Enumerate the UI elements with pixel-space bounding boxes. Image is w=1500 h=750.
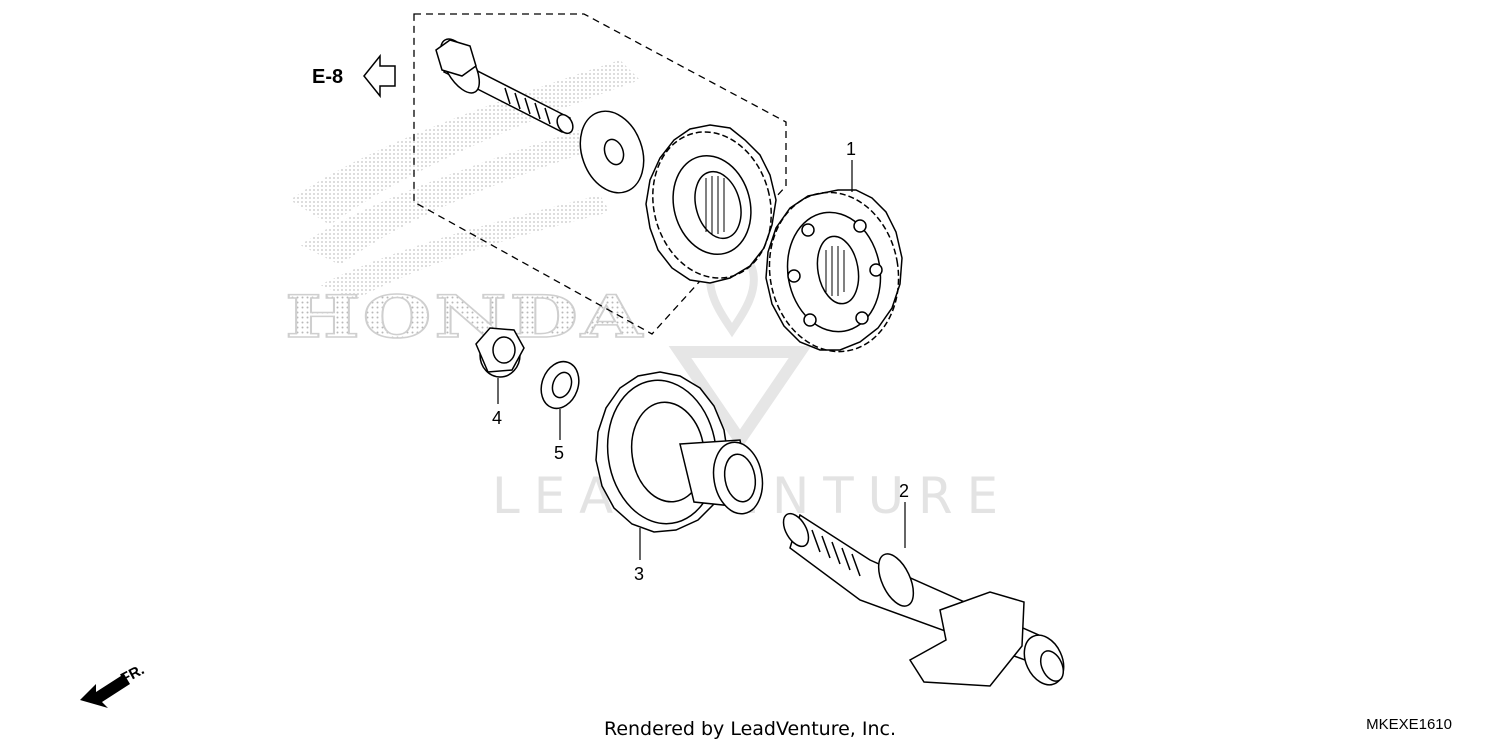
footer-credit: Rendered by LeadVenture, Inc. [603,718,897,740]
gear-part-1 [765,189,903,353]
honda-brand-text: HONDA [285,283,645,351]
reference-arrow-icon[interactable] [363,53,396,99]
honda-wing-logo [290,60,640,300]
callout-3[interactable]: 3 [634,564,644,584]
assembly-boundary [413,13,787,335]
nut-part-4 [475,327,525,378]
washer-part-5 [540,360,580,410]
reference-label: E-8 [312,66,343,88]
front-direction-arrow-icon: FR. [80,661,147,708]
callout-1[interactable]: 1 [846,139,856,159]
gear-assembly-boxed [645,124,777,284]
leader-lines [497,160,906,560]
diagram-code: MKEXE1610 [1366,716,1452,733]
callout-5[interactable]: 5 [554,443,564,463]
bolt [435,38,574,135]
callout-4[interactable]: 4 [492,408,502,428]
callout-2[interactable]: 2 [899,481,909,501]
shaft-part-2 [782,512,1065,687]
washer-large [579,110,645,194]
gear-part-3 [595,371,764,533]
